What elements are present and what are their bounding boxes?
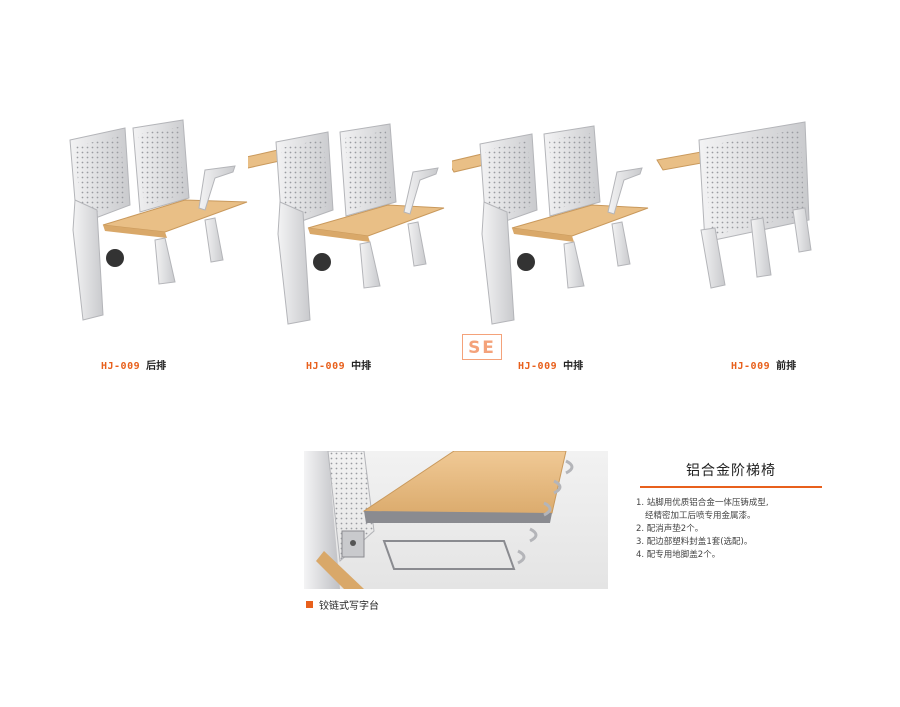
product-row: 中排 bbox=[351, 361, 372, 372]
info-feature-item: 经精密加工后喷专用金属漆。 bbox=[645, 511, 756, 521]
product-code: HJ-009 bbox=[518, 361, 558, 372]
product-image-middle-row-1 bbox=[248, 110, 448, 345]
product-image-middle-row-2 bbox=[452, 110, 652, 345]
orange-square-bullet-icon bbox=[306, 601, 313, 608]
info-feature-item: 2. 配消声垫2个。 bbox=[636, 524, 704, 534]
product-caption-3: HJ-009 中排 bbox=[518, 357, 583, 372]
product-code: HJ-009 bbox=[306, 361, 346, 372]
product-caption-1: HJ-009 后排 bbox=[101, 357, 166, 372]
info-title: 铝合金阶梯椅 bbox=[686, 463, 776, 479]
detail-caption-text: 铰链式写字台 bbox=[319, 601, 379, 612]
info-divider bbox=[640, 486, 822, 488]
product-code: HJ-009 bbox=[101, 361, 141, 372]
product-row: 后排 bbox=[146, 361, 167, 372]
product-caption-2: HJ-009 中排 bbox=[306, 357, 371, 372]
product-caption-4: HJ-009 前排 bbox=[731, 357, 796, 372]
product-row: 前排 bbox=[776, 361, 797, 372]
info-feature-list: 1. 站脚用优质铝合金一体压铸成型, 经精密加工后喷专用金属漆。 2. 配消声垫… bbox=[636, 497, 836, 562]
detail-caption: 铰链式写字台 bbox=[306, 597, 379, 612]
writing-desk-detail-photo bbox=[304, 451, 608, 589]
product-row: 中排 bbox=[563, 361, 584, 372]
product-image-front-row bbox=[655, 110, 855, 345]
info-feature-item: 4. 配专用地脚盖2个。 bbox=[636, 550, 721, 560]
product-image-back-row bbox=[55, 110, 255, 345]
product-code: HJ-009 bbox=[731, 361, 771, 372]
info-feature-item: 1. 站脚用优质铝合金一体压铸成型, bbox=[636, 498, 769, 508]
se-watermark-logo: SE bbox=[462, 334, 502, 360]
info-feature-item: 3. 配边部塑料封盖1套(选配)。 bbox=[636, 537, 753, 547]
